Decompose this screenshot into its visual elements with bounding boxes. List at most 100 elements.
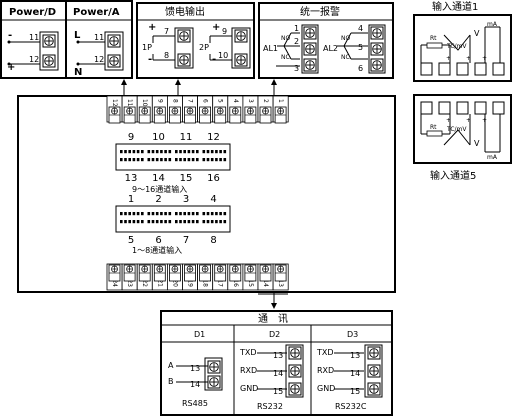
- terminal-screw-icon: [177, 53, 191, 67]
- bottom-terminal-17: 17: [212, 263, 229, 291]
- connector-pin: [210, 150, 214, 154]
- connector-pin: [210, 220, 214, 224]
- svg-text:+: +: [446, 117, 451, 124]
- connector-pin: [168, 158, 172, 162]
- bottom-terminal-22: 22: [136, 263, 153, 291]
- terminal-screw-icon: [42, 34, 56, 48]
- connector-pin: [124, 150, 127, 154]
- connector-pin: [164, 150, 167, 154]
- terminal-screw-icon: [234, 29, 248, 43]
- feed-t9: 9: [222, 27, 227, 36]
- connector-pin: [191, 150, 195, 154]
- top-terminal-6: 6: [197, 95, 214, 124]
- terminal-screw-icon: [367, 382, 381, 396]
- terminal-screw-icon: [123, 106, 136, 124]
- connector-pin: [223, 220, 227, 224]
- top-terminal-4: 4: [227, 95, 244, 124]
- connector-pin: [206, 150, 210, 154]
- terminal-screw-icon: [42, 54, 56, 68]
- alarm-t3: 3: [294, 64, 299, 73]
- terminal-screw-icon: [288, 346, 302, 360]
- comm-d2-foot: RS232: [257, 402, 283, 411]
- feed-t8: 8: [164, 51, 169, 60]
- connector-pin: [124, 158, 127, 162]
- bottom-terminal-15: 15: [242, 263, 259, 291]
- terminal-screw-icon: [234, 53, 248, 67]
- terminal-screw-icon: [107, 54, 121, 68]
- power-d-title: Power/D: [9, 7, 56, 18]
- alarm-title: 统一报警: [300, 5, 340, 18]
- connector-pin: [155, 220, 159, 224]
- feed-plus-2: +: [212, 22, 220, 33]
- connector-pin: [179, 220, 182, 224]
- connector-pin: [151, 158, 155, 162]
- feed-minus-1: -: [148, 54, 152, 65]
- bottom-terminal-label: 14: [262, 279, 269, 287]
- connector-pin: [151, 220, 155, 224]
- alarm-t6: 6: [358, 64, 363, 73]
- connector-pin: [124, 212, 127, 216]
- power-d-minus: -: [8, 30, 12, 41]
- top-terminal-8: 8: [166, 95, 183, 124]
- bottom-terminal-14: 14: [257, 263, 274, 291]
- terminal-screw-icon: [229, 264, 242, 282]
- comm-d2-num-15: 15: [273, 387, 283, 396]
- svg-text:+: +: [446, 55, 451, 62]
- svg-text:+: +: [466, 117, 471, 124]
- connector-pin: [136, 220, 140, 224]
- connector-pin: [175, 220, 178, 224]
- power-a-n: N: [74, 67, 82, 78]
- connector-pin: [160, 158, 163, 162]
- connector-pin: [141, 212, 144, 216]
- g1-channel-number: 5: [128, 235, 134, 246]
- terminal-screw-icon: [207, 375, 221, 389]
- connector-pin: [210, 158, 214, 162]
- alarm-nc-2: NC: [341, 54, 350, 61]
- connector-pin: [202, 150, 206, 154]
- bottom-terminal-label: 16: [232, 279, 239, 287]
- terminal-screw-icon: [177, 29, 191, 43]
- alarm-t2: 2: [294, 37, 299, 46]
- g1-channel-number: 1: [128, 194, 134, 205]
- top-terminal-12: 12: [106, 95, 123, 124]
- terminal-screw-icon: [168, 264, 181, 282]
- bottom-terminal-19: 19: [182, 263, 199, 291]
- comm-d2-num-13: 13: [273, 351, 283, 360]
- g2-channel-number: 11: [180, 132, 193, 143]
- connector-pin: [196, 158, 199, 162]
- terminal-screw-icon: [303, 58, 317, 72]
- alarm-t1: 1: [294, 24, 299, 33]
- connector-pin: [187, 150, 191, 154]
- connector-pin: [196, 220, 199, 224]
- connector-pin: [120, 220, 123, 224]
- g1-channel-number: 4: [210, 194, 216, 205]
- feed-output-box: 馈电输出 + - 1P 7 8 + - 2P 9 10: [136, 2, 255, 79]
- bottom-terminal-21: 21: [151, 263, 168, 291]
- connector-pin: [183, 158, 186, 162]
- input1-title: 输入通道1: [432, 0, 478, 13]
- alarm-box: 统一报警 AL1 NO NC 1 2 3 AL2 NO NC 4 5 6: [258, 2, 394, 79]
- top-terminal-3: 3: [242, 95, 259, 124]
- connector-pin: [155, 158, 159, 162]
- connector-pin: [215, 212, 218, 216]
- connector-pin: [128, 220, 131, 224]
- alarm-no-2: NO: [341, 35, 350, 42]
- bottom-terminal-label: 22: [141, 279, 148, 287]
- power-d-t11: 11: [29, 33, 39, 42]
- connector-pin: [155, 212, 159, 216]
- bottom-terminal-24: 24: [106, 263, 123, 291]
- top-terminal-label: 2: [262, 99, 269, 103]
- connector-pin: [160, 150, 163, 154]
- connector-pin: [147, 220, 151, 224]
- terminal-screw-icon: [153, 264, 166, 282]
- input1-tc: TC/mV: [446, 43, 467, 50]
- power-d-plus: +: [7, 62, 15, 73]
- connector-pin: [183, 150, 186, 154]
- feed-1p: 1P: [142, 43, 152, 52]
- connector-pin: [223, 158, 227, 162]
- connector-pin: [223, 150, 227, 154]
- top-terminal-label: 10: [141, 99, 148, 107]
- alarm-t4: 4: [358, 24, 363, 33]
